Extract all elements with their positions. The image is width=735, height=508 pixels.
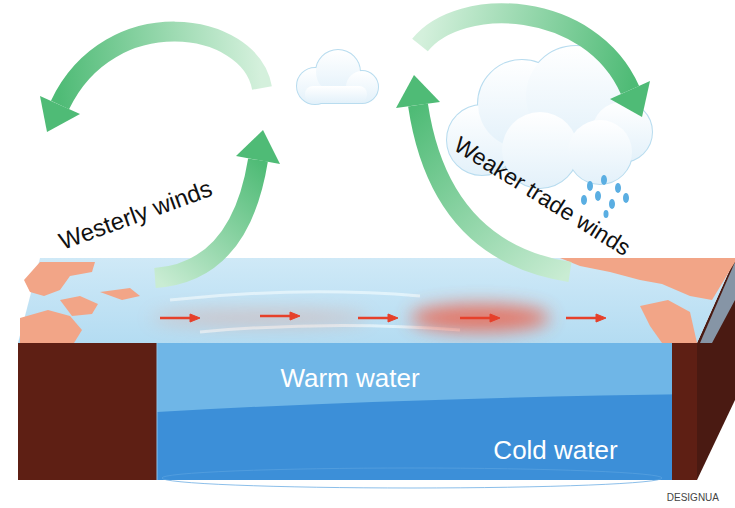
- land-cross-section: [672, 343, 697, 480]
- layer-label: Cold water: [493, 436, 617, 466]
- ocean-surface: [18, 258, 735, 343]
- small-cloud: [297, 50, 378, 104]
- credit-watermark: DESIGNUA: [667, 492, 719, 503]
- ripple: [170, 292, 420, 300]
- land-america: [560, 258, 735, 300]
- warm-anomaly: [150, 310, 370, 326]
- layer-label: Warm water: [280, 364, 419, 394]
- current-arrows: [160, 312, 606, 322]
- wind-label: Westerly winds: [55, 175, 216, 256]
- land-south-america: [640, 300, 697, 343]
- water-layer-band: Warm water: [240, 356, 460, 402]
- land-australia: [20, 310, 82, 343]
- land-asia: [24, 262, 95, 296]
- water-layer-band: Cold water: [448, 428, 663, 474]
- ripple: [200, 325, 460, 332]
- wind-label: Westerly winds: [55, 175, 215, 255]
- water-outline: [162, 468, 662, 488]
- circulation-arrow: [40, 32, 262, 132]
- credit-watermark: DESIGNUA: [667, 492, 719, 504]
- edge-line: [157, 343, 158, 480]
- warm-water-band: [157, 343, 697, 480]
- warm-anomaly: [410, 304, 550, 332]
- land-cross-section: [18, 343, 157, 480]
- cold-water-band: [157, 394, 697, 480]
- land-islands: [100, 288, 140, 300]
- circulation-arrow: [420, 13, 650, 117]
- land-islands: [60, 296, 98, 316]
